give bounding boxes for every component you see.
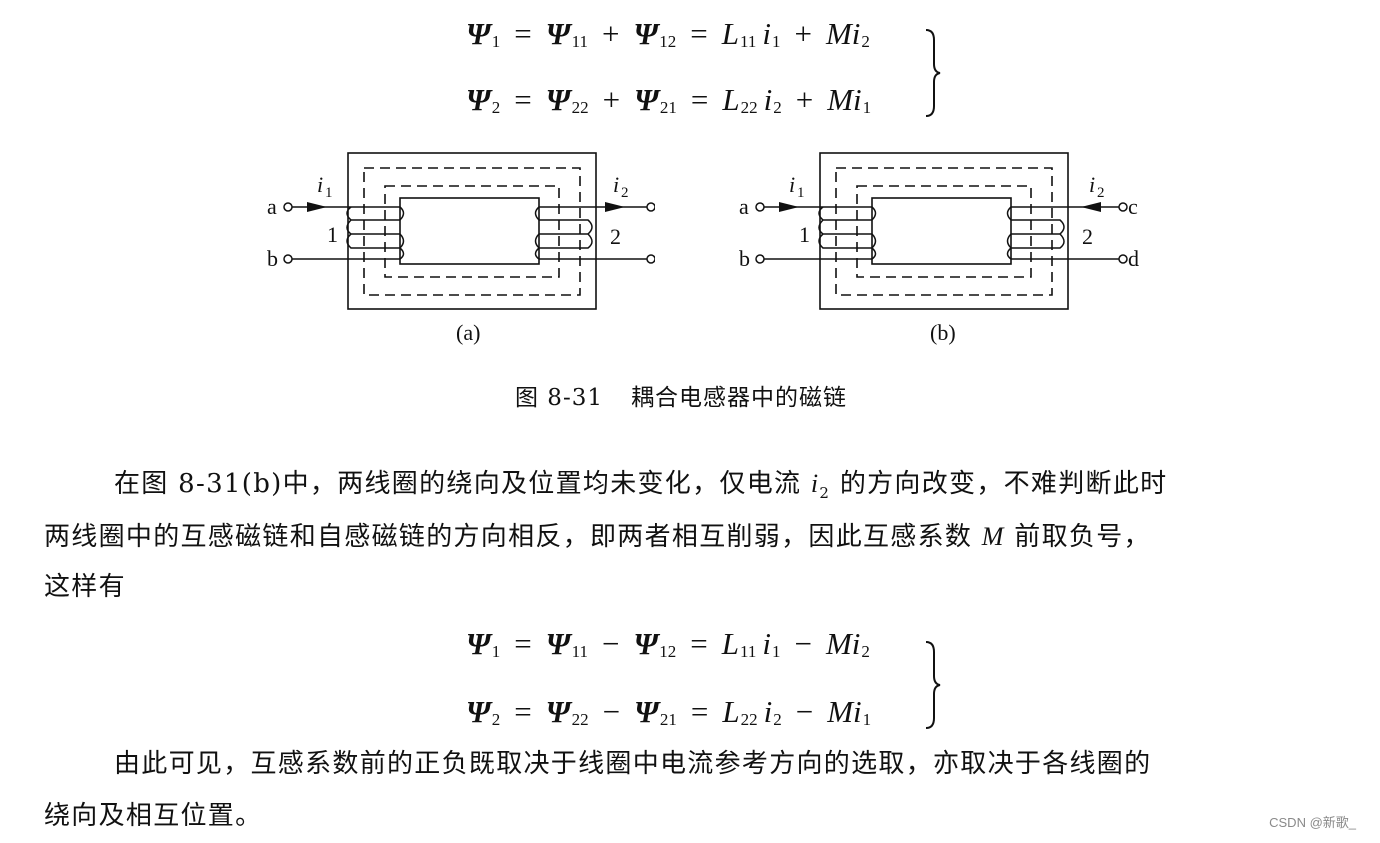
label-i1: i <box>789 172 795 197</box>
svg-text:2: 2 <box>621 185 629 201</box>
flux-path-outer <box>835 167 1053 296</box>
svg-text:2: 2 <box>1097 185 1105 201</box>
right-brace-bottom <box>925 641 941 729</box>
label-i2: i <box>1089 172 1095 197</box>
coupled-inductor-diagram-a: a b 1 2 i 1 i 2 c d <box>267 152 655 310</box>
figure-b-label: (b) <box>930 320 956 345</box>
svg-text:1: 1 <box>797 185 805 201</box>
current-arrow-i1 <box>307 202 327 212</box>
terminal-b <box>755 254 765 264</box>
label-coil-2: 2 <box>1082 224 1093 249</box>
label-coil-1: 1 <box>327 222 338 247</box>
coil-1-turns <box>346 206 400 249</box>
label-coil-2: 2 <box>610 224 621 249</box>
label-b: b <box>267 246 278 271</box>
flux-path-inner <box>856 185 1032 278</box>
label-d: d <box>1128 246 1139 271</box>
paragraph-1-line-2: 两线圈中的互感磁链和自感磁链的方向相反，即两者相互削弱，因此互感系数 M 前取负… <box>44 522 1151 552</box>
figure-title: 耦合电感器中的磁链 <box>630 385 847 411</box>
terminal-d <box>646 254 655 264</box>
flux-path-inner <box>384 185 560 278</box>
coil-2-turns <box>1011 219 1065 249</box>
svg-text:1: 1 <box>325 185 333 201</box>
terminal-a <box>755 202 765 212</box>
figure-number: 图 8-31 <box>515 385 603 411</box>
label-coil-1: 1 <box>799 222 810 247</box>
current-arrow-i2-reversed <box>1081 202 1101 212</box>
current-arrow-i2 <box>605 202 625 212</box>
terminal-c <box>646 202 655 212</box>
figure-caption: 图 8-31 耦合电感器中的磁链 <box>515 378 847 412</box>
figure-a-label: (a) <box>456 320 481 345</box>
label-i1: i <box>317 172 323 197</box>
right-brace-top <box>925 29 941 117</box>
label-a: a <box>267 194 277 219</box>
coupled-inductor-diagram-b: a b 1 2 i 1 i 2 c d <box>739 152 1139 310</box>
flux-path-outer <box>363 167 581 296</box>
paragraph-1-line-3: 这样有 <box>44 572 126 602</box>
paragraph-2-line-2: 绕向及相互位置。 <box>44 801 263 831</box>
label-b: b <box>739 246 750 271</box>
terminal-b <box>283 254 293 264</box>
label-i2: i <box>613 172 619 197</box>
label-a: a <box>739 194 749 219</box>
coil-2-turns <box>539 219 593 249</box>
coil-1-turns <box>818 206 872 249</box>
label-c: c <box>1128 194 1138 219</box>
paragraph-2-line-1: 由此可见，互感系数前的正负既取决于线圈中电流参考方向的选取，亦取决于各线圈的 <box>114 749 1152 779</box>
paragraph-1-line-1: 在图 8-31(b)中，两线圈的绕向及位置均未变化，仅电流 i2 的方向改变，不… <box>114 469 1168 503</box>
core-window <box>399 197 540 265</box>
terminal-a <box>283 202 293 212</box>
terminal-c <box>1118 202 1128 212</box>
core-window <box>871 197 1012 265</box>
terminal-d <box>1118 254 1128 264</box>
watermark: CSDN @新歌_ <box>1269 815 1356 830</box>
current-arrow-i1 <box>779 202 799 212</box>
